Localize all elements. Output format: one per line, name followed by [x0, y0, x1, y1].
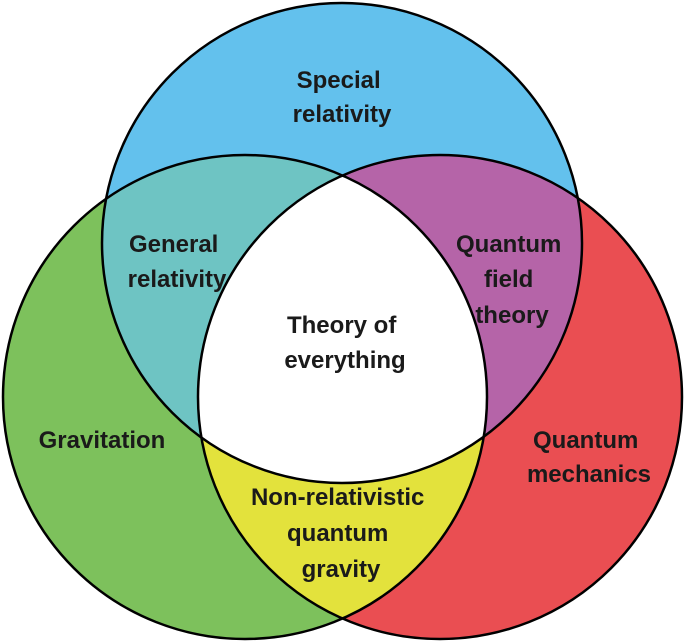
quantum-mechanics-outline: [196, 153, 684, 641]
theory-of-everything-label: Theory of everything: [284, 312, 405, 374]
special-relativity-label: Special relativity: [293, 67, 392, 128]
non-relativistic-quantum-gravity-label: Non-relativistic quantum gravity: [251, 484, 431, 583]
special-relativity-outline: [100, 1, 584, 485]
general-relativity-label: General relativity: [128, 231, 227, 293]
theory-of-everything-region: [198, 155, 487, 483]
gravitation-label: Gravitation: [39, 427, 166, 454]
quantum-mechanics-label: Quantum mechanics: [527, 427, 651, 488]
gravitation-outline: [1, 153, 489, 641]
quantum-field-theory-label: Quantum field theory: [456, 231, 568, 329]
